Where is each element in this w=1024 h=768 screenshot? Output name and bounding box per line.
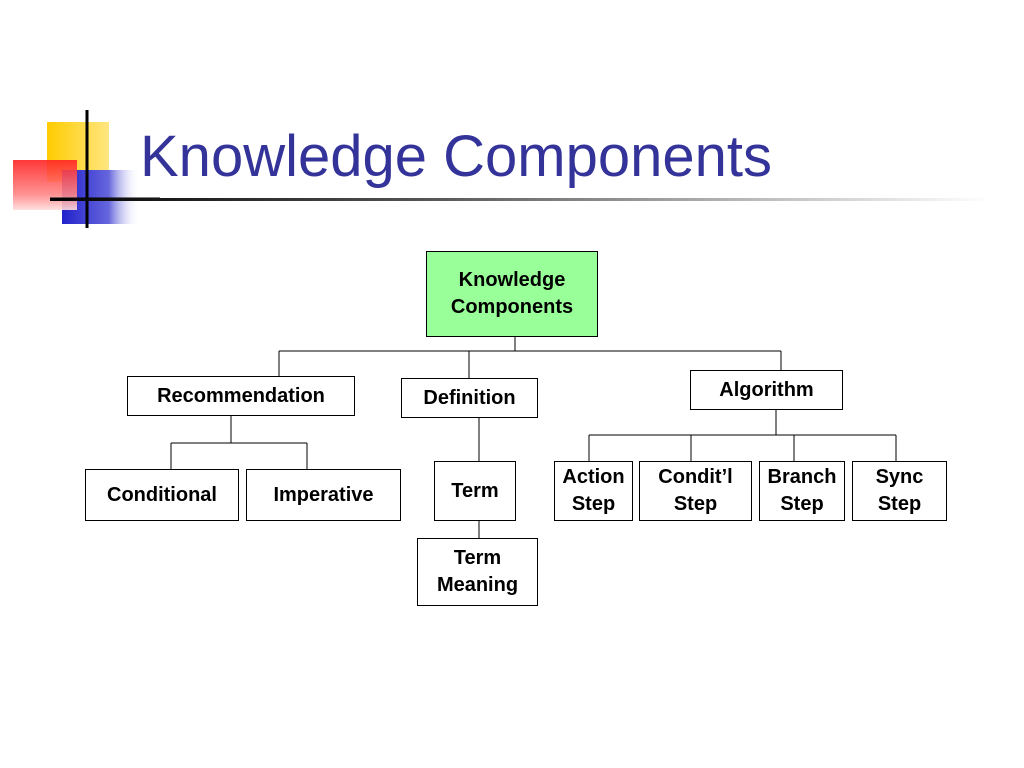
node-definition: Definition xyxy=(401,378,538,418)
node-conditional: Conditional xyxy=(85,469,239,521)
node-conditl-step: Condit’l Step xyxy=(639,461,752,521)
slide-title: Knowledge Components xyxy=(140,124,772,189)
node-recommendation: Recommendation xyxy=(127,376,355,416)
node-knowledge-components: Knowledge Components xyxy=(426,251,598,337)
node-term: Term xyxy=(434,461,516,521)
node-imperative: Imperative xyxy=(246,469,401,521)
node-action-step: Action Step xyxy=(554,461,633,521)
node-algorithm: Algorithm xyxy=(690,370,843,410)
title-underline xyxy=(50,198,990,201)
deco-red-square xyxy=(13,160,77,210)
node-branch-step: Branch Step xyxy=(759,461,845,521)
node-sync-step: Sync Step xyxy=(852,461,947,521)
node-term-meaning: Term Meaning xyxy=(417,538,538,606)
